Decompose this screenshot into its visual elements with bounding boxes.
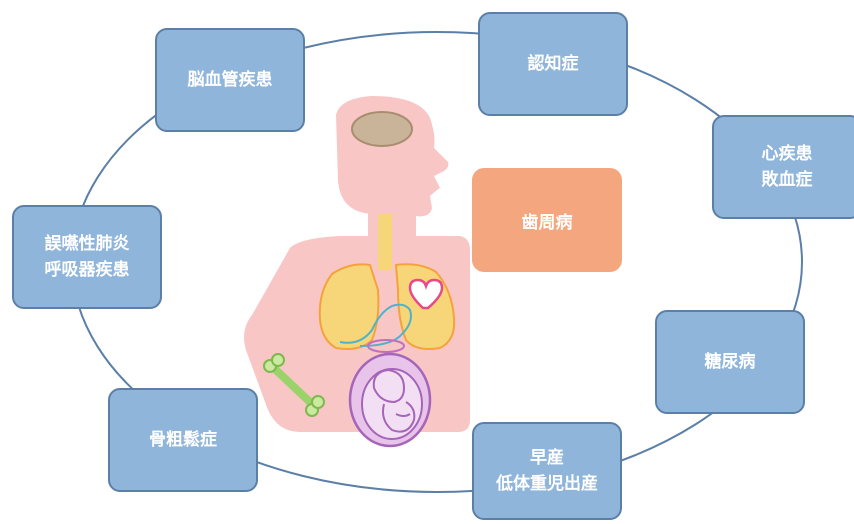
- box-label-line: 早産: [530, 445, 564, 471]
- box-label-line: 認知症: [528, 51, 579, 77]
- heart-disease-sepsis-box: 心疾患 敗血症: [712, 115, 854, 219]
- center-disease-label: 歯周病: [522, 208, 573, 233]
- premature-birth-box: 早産 低体重児出産: [472, 422, 622, 520]
- fetus-icon: [350, 354, 430, 446]
- box-label-line: 敗血症: [762, 167, 813, 193]
- cerebrovascular-disease-box: 脳血管疾患: [155, 28, 305, 132]
- box-label-line: 低体重児出産: [496, 471, 598, 497]
- osteoporosis-box: 骨粗鬆症: [108, 388, 258, 492]
- box-label-line: 糖尿病: [705, 349, 756, 375]
- dementia-box: 認知症: [478, 12, 628, 116]
- box-label-line: 呼吸器疾患: [45, 257, 130, 283]
- box-label-line: 心疾患: [762, 141, 813, 167]
- box-label-line: 脳血管疾患: [188, 67, 273, 93]
- trachea: [378, 214, 392, 270]
- brain: [352, 112, 412, 146]
- diabetes-box: 糖尿病: [655, 310, 805, 414]
- box-label-line: 骨粗鬆症: [149, 427, 217, 453]
- center-disease-box: 歯周病: [472, 168, 622, 272]
- respiratory-disease-box: 誤嚥性肺炎 呼吸器疾患: [12, 205, 162, 309]
- box-label-line: 誤嚥性肺炎: [45, 231, 130, 257]
- human-body-illustration: [244, 96, 470, 446]
